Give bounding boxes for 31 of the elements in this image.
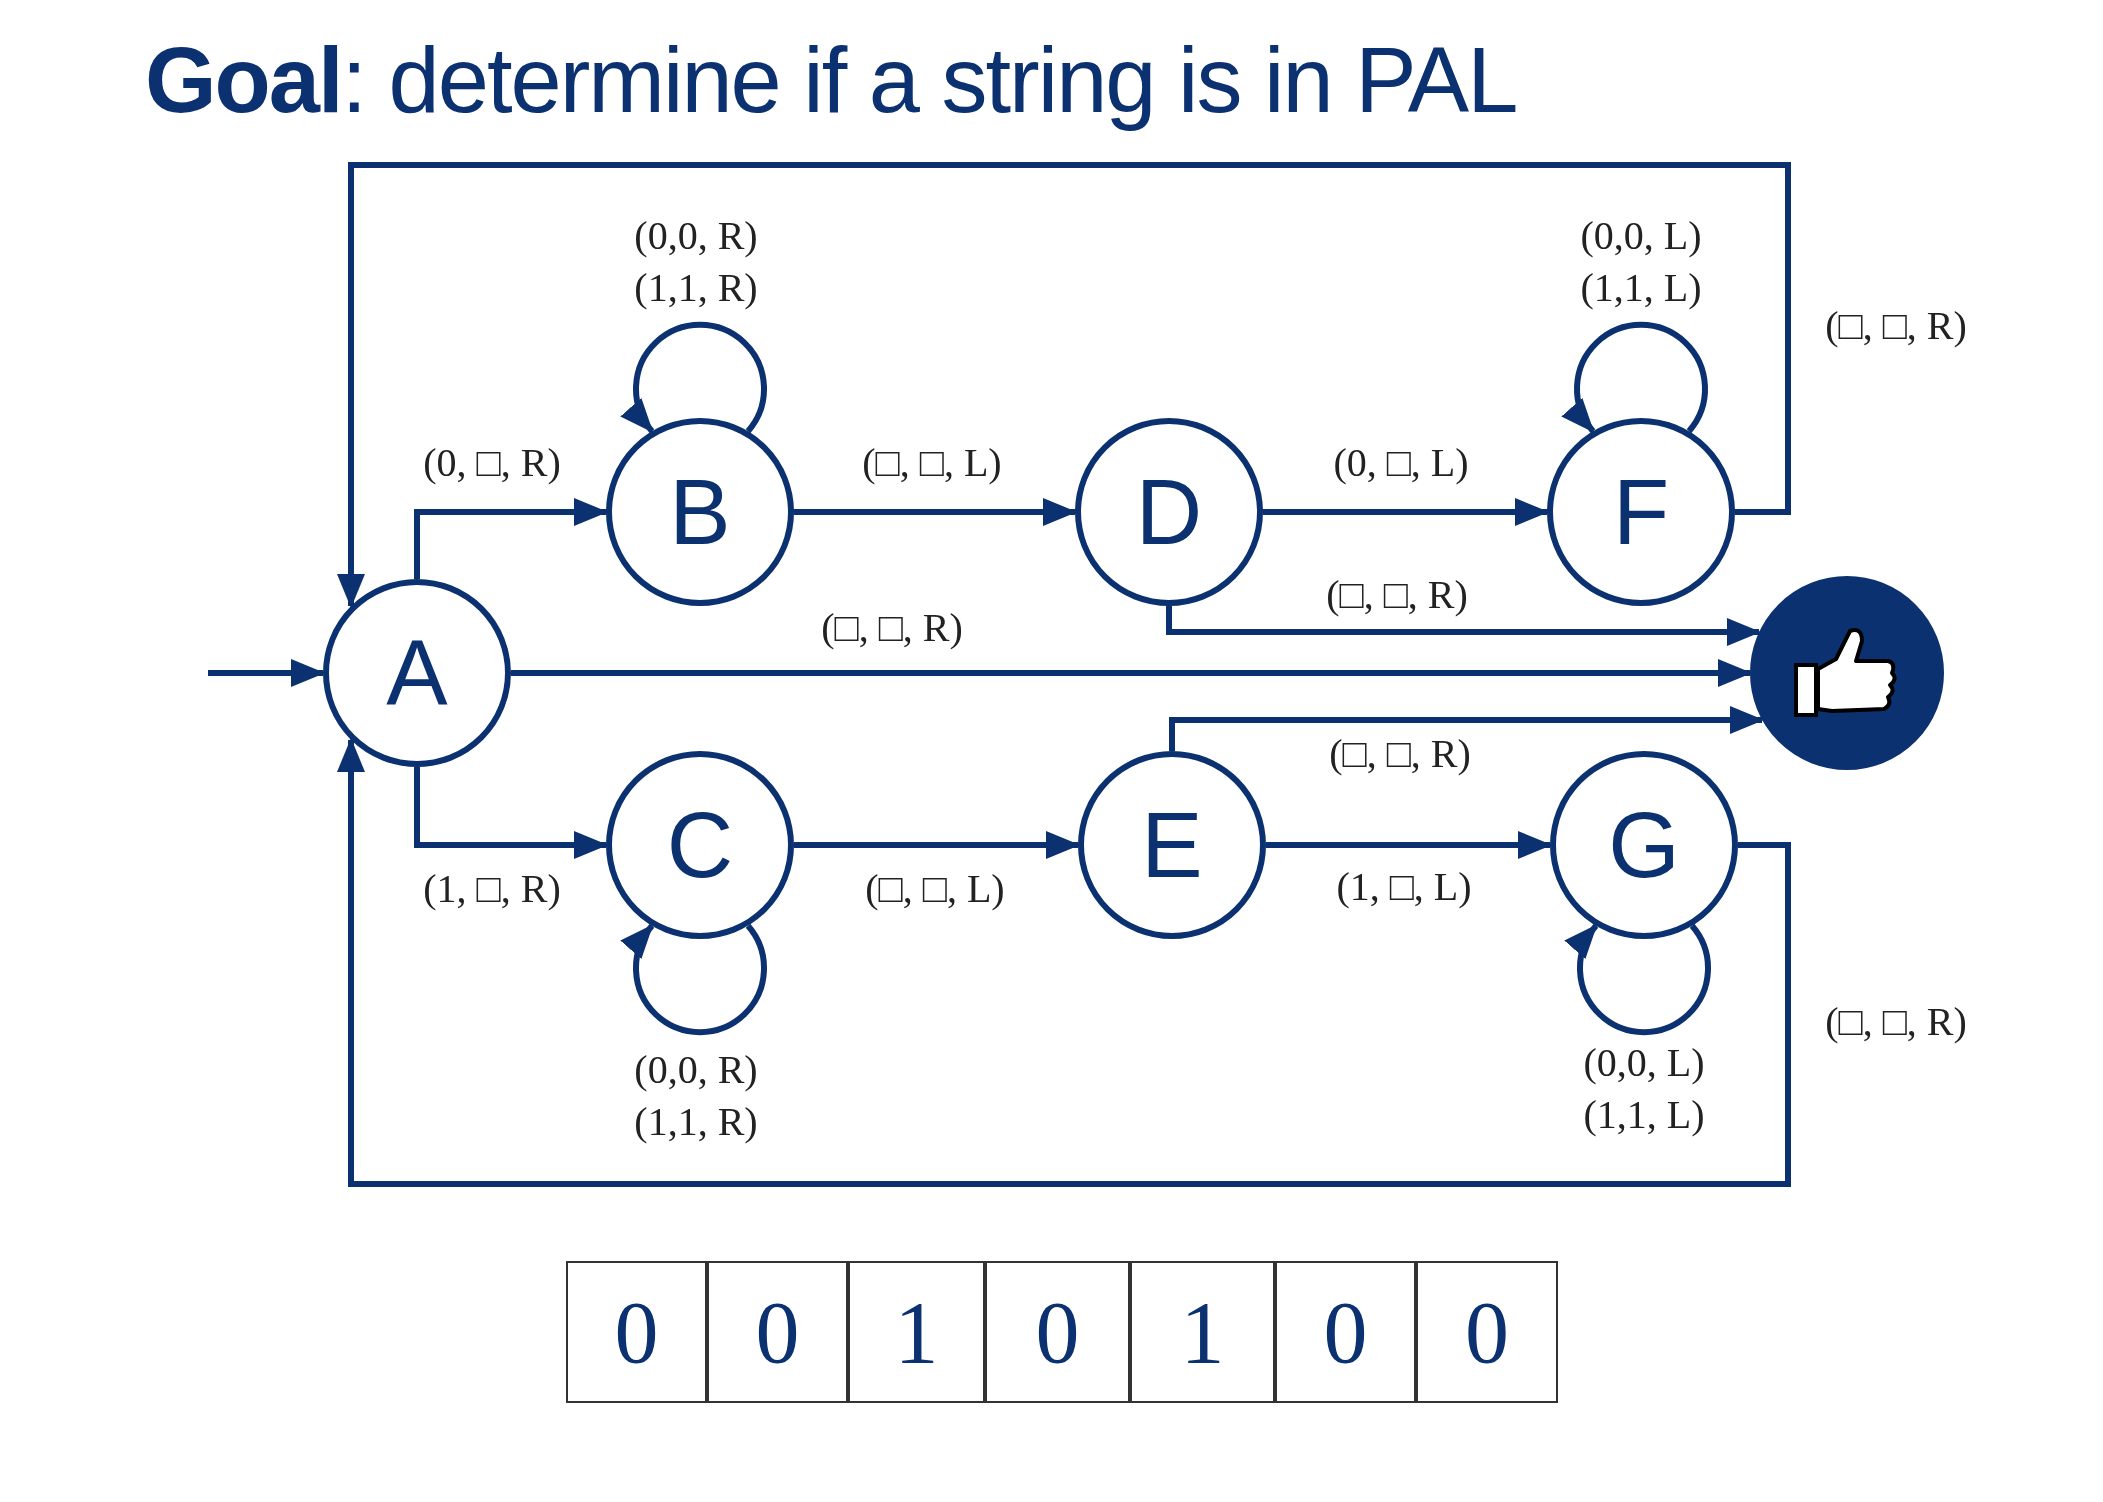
- tape-cell: 0: [985, 1261, 1130, 1403]
- arrow: [414, 767, 608, 859]
- arrow: [337, 738, 1791, 1187]
- arrow: [1266, 831, 1552, 859]
- state-label: G: [1608, 799, 1680, 891]
- state-label: B: [669, 466, 731, 558]
- state-label: C: [666, 799, 734, 891]
- tape-cell: 0: [1416, 1261, 1558, 1403]
- arrow: [794, 498, 1077, 526]
- tape-cell: 0: [566, 1261, 707, 1403]
- self-loop-arrow: [1565, 923, 1711, 1036]
- state-label: D: [1135, 466, 1203, 558]
- arrow: [511, 659, 1752, 687]
- arrow: [208, 659, 325, 687]
- title: Goal: determine if a string is in PAL: [145, 28, 1517, 133]
- tape-cell: 1: [848, 1261, 985, 1403]
- self-loop-arrow: [1562, 321, 1708, 434]
- tape-cell: 0: [707, 1261, 848, 1403]
- arrow: [414, 498, 608, 579]
- arrow: [1263, 498, 1549, 526]
- tape-cell: 1: [1130, 1261, 1275, 1403]
- arrow: [337, 162, 1791, 608]
- state-label: F: [1612, 466, 1670, 558]
- arrow: [794, 831, 1080, 859]
- tape-cell: 0: [1275, 1261, 1416, 1403]
- self-loop-arrow: [621, 321, 767, 434]
- self-loop-arrow: [621, 923, 767, 1036]
- state-label: E: [1141, 799, 1203, 891]
- arrow: [1169, 706, 1764, 751]
- state-label: A: [386, 627, 448, 719]
- arrow: [1166, 606, 1761, 646]
